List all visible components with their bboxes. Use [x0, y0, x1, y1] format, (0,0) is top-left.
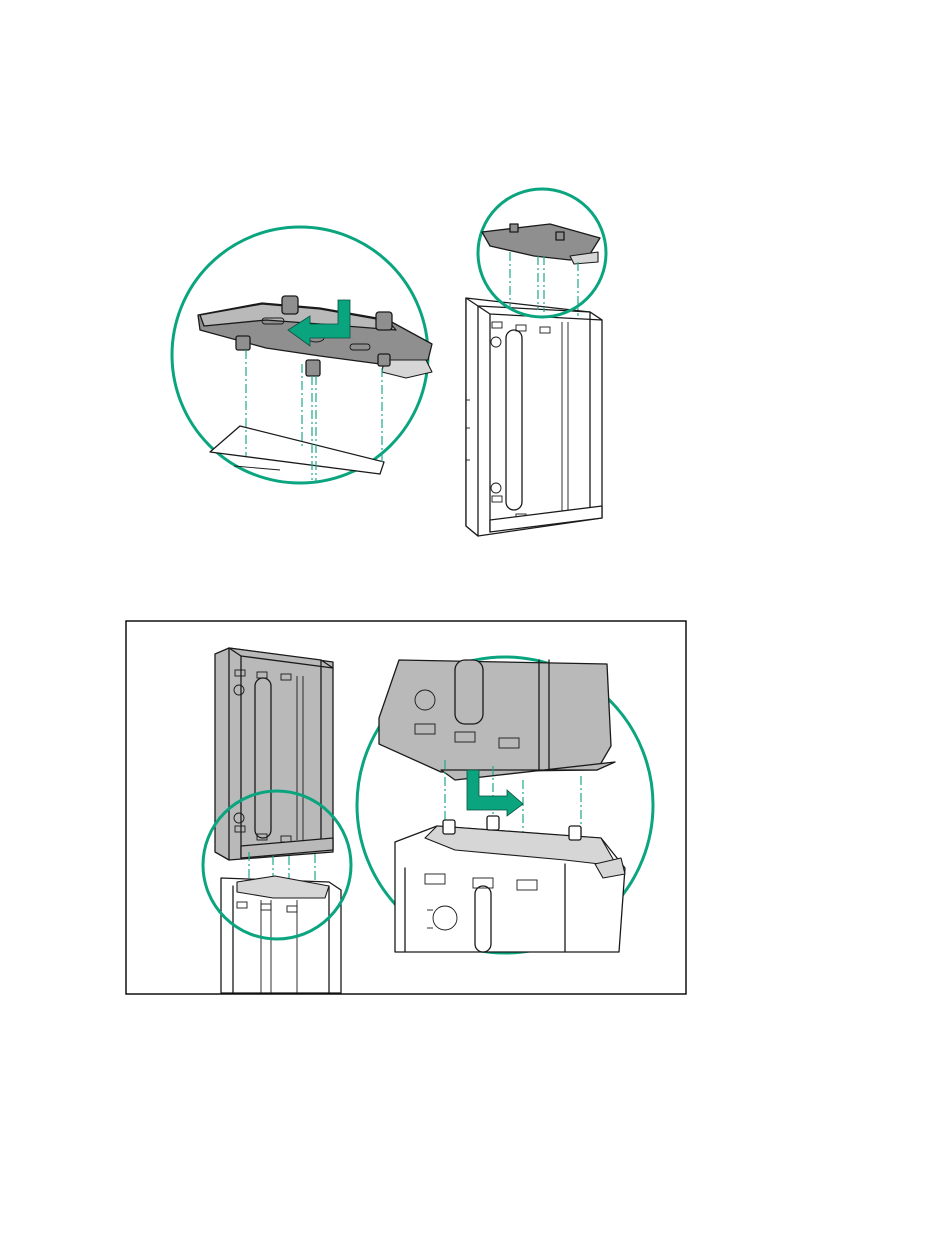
- large-callout: [172, 227, 432, 483]
- small-callout: [478, 189, 606, 317]
- tray-clip-installation-figure: [170, 180, 620, 550]
- drive-cage: [466, 298, 602, 536]
- upper-drive-cage: [215, 648, 333, 860]
- cage-stacking-figure: [125, 620, 687, 995]
